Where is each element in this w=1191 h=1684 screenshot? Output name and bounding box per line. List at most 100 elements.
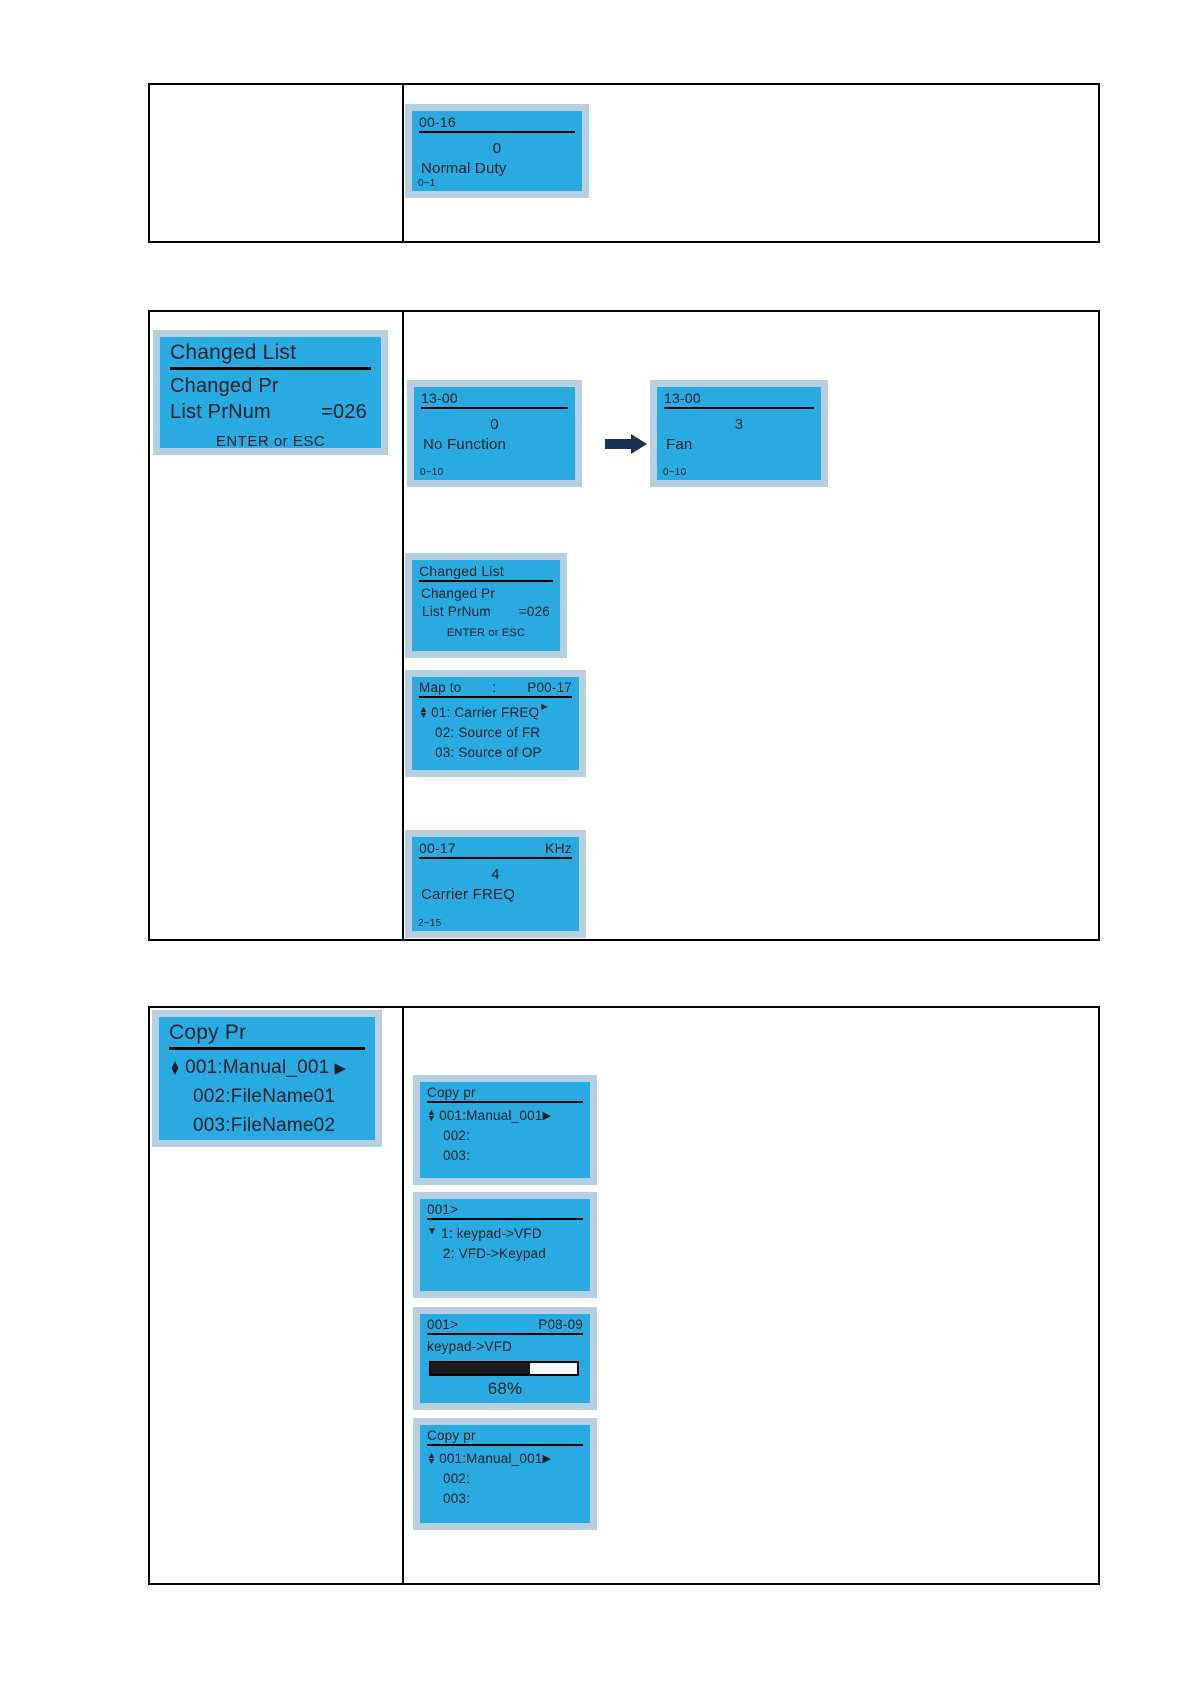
- param-value: 0: [490, 416, 499, 433]
- option-1: 1: keypad->VFD: [441, 1226, 542, 1241]
- changed-pr-line: Changed Pr: [421, 586, 496, 601]
- arrow-shaft: [605, 439, 631, 449]
- menu-item-3: 03: Source of OP: [435, 745, 542, 760]
- updown-arrow-icon: ▲▼: [419, 704, 429, 719]
- copy-direction-label: keypad->VFD: [427, 1339, 513, 1354]
- list-prnum-value: =026: [321, 401, 367, 423]
- screen-title: Changed List: [170, 341, 297, 364]
- lcd-screen-13-00-after: 13-00 3 Fan 0~10: [650, 380, 828, 487]
- lcd-display: 00-17 KHz 4 Carrier FREQ 2~15: [412, 837, 579, 931]
- param-ref: P08-09: [538, 1317, 583, 1332]
- lcd-screen-direction-select: 001> ▼ 1: keypad->VFD 2: VFD->Keypad: [413, 1192, 597, 1298]
- lcd-display: Map to : P00-17 ▲▼ 01: Carrier FREQ ▶ 02…: [412, 677, 579, 770]
- param-range: 2~15: [418, 918, 442, 929]
- param-label: No Function: [423, 436, 507, 453]
- cursor-right-icon: ▶: [541, 702, 548, 711]
- cursor-right-icon: ▶: [542, 1110, 552, 1122]
- param-value: 3: [734, 416, 744, 433]
- param-range: 0~1: [418, 178, 436, 189]
- screen-title: Copy pr: [427, 1428, 476, 1443]
- down-triangle-icon: ▼: [427, 1112, 437, 1123]
- lcd-screen-13-00-before: 13-00 0 No Function 0~10: [407, 380, 582, 487]
- cursor-right-icon: ▶: [334, 1060, 347, 1077]
- lcd-display: 001> P08-09 keypad->VFD 68%: [420, 1314, 590, 1403]
- file-item-2: 002:: [443, 1128, 471, 1143]
- up-triangle-icon: ▲: [427, 1107, 437, 1118]
- param-value: 4: [491, 866, 500, 883]
- lcd-display: Changed List Changed Pr List PrNum =026 …: [160, 337, 381, 448]
- map-to-label: Map to: [419, 680, 462, 695]
- lcd-screen-copy-progress: 001> P08-09 keypad->VFD 68%: [413, 1307, 597, 1410]
- up-triangle-icon: ▲: [427, 1450, 437, 1461]
- lcd-screen-copy-pr-2: Copy pr ▲▼ 001:Manual_001 ▶ 002: 003:: [413, 1418, 597, 1530]
- table-3-column-divider: [402, 1008, 404, 1583]
- lcd-display: Copy pr ▲▼ 001:Manual_001 ▶ 002: 003:: [420, 1425, 590, 1523]
- param-number: 13-00: [421, 390, 458, 406]
- down-triangle-icon: ▼: [169, 1064, 182, 1078]
- progress-percent: 68%: [487, 1379, 523, 1398]
- screen-title: Copy pr: [427, 1085, 476, 1100]
- param-label: Fan: [666, 436, 693, 453]
- table-row-1: [148, 83, 1100, 243]
- lcd-display: 13-00 0 No Function 0~10: [414, 387, 575, 480]
- updown-arrow-icon: ▲▼: [427, 1107, 437, 1123]
- param-number: 13-00: [664, 390, 701, 406]
- up-triangle-icon: ▲: [419, 704, 429, 715]
- lcd-screen-00-17: 00-17 KHz 4 Carrier FREQ 2~15: [405, 830, 586, 938]
- screen-title: Copy Pr: [169, 1021, 247, 1044]
- param-range: 0~10: [420, 467, 444, 478]
- lcd-screen-changed-list-small: Changed List Changed Pr List PrNum =026 …: [405, 553, 567, 658]
- param-unit: KHz: [544, 840, 572, 856]
- param-number: 00-17: [419, 840, 456, 856]
- file-item-1: 001:Manual_001: [439, 1451, 543, 1466]
- option-2: 2: VFD->Keypad: [443, 1246, 546, 1261]
- table-2-column-divider: [402, 312, 404, 939]
- file-item-3: 003:: [443, 1148, 471, 1163]
- lcd-screen-copy-pr-main: Copy Pr ▲▼ 001:Manual_001 ▶ 002:FileName…: [152, 1010, 382, 1147]
- list-prnum-value: =026: [518, 604, 550, 619]
- lcd-display: Copy Pr ▲▼ 001:Manual_001 ▶ 002:FileName…: [159, 1017, 375, 1140]
- param-number: 00-16: [419, 114, 456, 130]
- menu-item-1: 01: Carrier FREQ: [431, 705, 540, 720]
- file-item-3: 003:FileName02: [193, 1115, 336, 1136]
- updown-arrow-icon: ▲▼: [427, 1450, 437, 1466]
- lcd-display: Copy pr ▲▼ 001:Manual_001 ▶ 002: 003:: [420, 1082, 590, 1178]
- lcd-screen-00-16: 00-16 0 Normal Duty 0~1: [405, 104, 589, 198]
- file-item-1: 001:Manual_001: [439, 1108, 543, 1123]
- transition-arrow-icon: [605, 434, 647, 454]
- file-number-header: 001>: [427, 1202, 459, 1217]
- lcd-display: Changed List Changed Pr List PrNum =026 …: [412, 560, 560, 651]
- cursor-right-icon: ▶: [542, 1453, 552, 1465]
- file-item-2: 002:FileName01: [193, 1086, 336, 1107]
- progress-bar: [429, 1361, 579, 1376]
- lcd-display: 13-00 3 Fan 0~10: [657, 387, 821, 480]
- enter-esc-hint: ENTER or ESC: [215, 433, 326, 448]
- lcd-screen-map-to: Map to : P00-17 ▲▼ 01: Carrier FREQ ▶ 02…: [405, 670, 586, 777]
- lcd-screen-changed-list-main: Changed List Changed Pr List PrNum =026 …: [153, 330, 388, 455]
- changed-pr-line: Changed Pr: [170, 375, 279, 397]
- param-label: Normal Duty: [421, 160, 507, 177]
- table-1-column-divider: [402, 85, 404, 241]
- enter-esc-hint: ENTER or ESC: [446, 627, 526, 639]
- cursor-down-icon: ▼: [427, 1226, 438, 1237]
- file-item-1: 001:Manual_001: [185, 1057, 330, 1078]
- down-triangle-icon: ▼: [427, 1455, 437, 1466]
- map-to-param: P00-17: [527, 680, 572, 695]
- lcd-screen-copy-pr-1: Copy pr ▲▼ 001:Manual_001 ▶ 002: 003:: [413, 1075, 597, 1185]
- map-to-colon: :: [492, 680, 497, 695]
- file-item-2: 002:: [443, 1471, 471, 1486]
- file-item-3: 003:: [443, 1491, 471, 1506]
- progress-fill: [431, 1363, 531, 1374]
- up-triangle-icon: ▲: [169, 1056, 182, 1071]
- list-prnum-label: List PrNum: [170, 401, 271, 423]
- file-number-header: 001>: [427, 1317, 459, 1332]
- screen-title: Changed List: [419, 563, 504, 579]
- param-value: 0: [492, 140, 502, 157]
- list-prnum-label: List PrNum: [422, 604, 491, 619]
- menu-item-2: 02: Source of FR: [435, 725, 541, 740]
- lcd-display: 001> ▼ 1: keypad->VFD 2: VFD->Keypad: [420, 1199, 590, 1291]
- lcd-display: 00-16 0 Normal Duty 0~1: [412, 111, 582, 191]
- updown-arrow-icon: ▲▼: [169, 1056, 182, 1078]
- param-range: 0~10: [663, 467, 687, 478]
